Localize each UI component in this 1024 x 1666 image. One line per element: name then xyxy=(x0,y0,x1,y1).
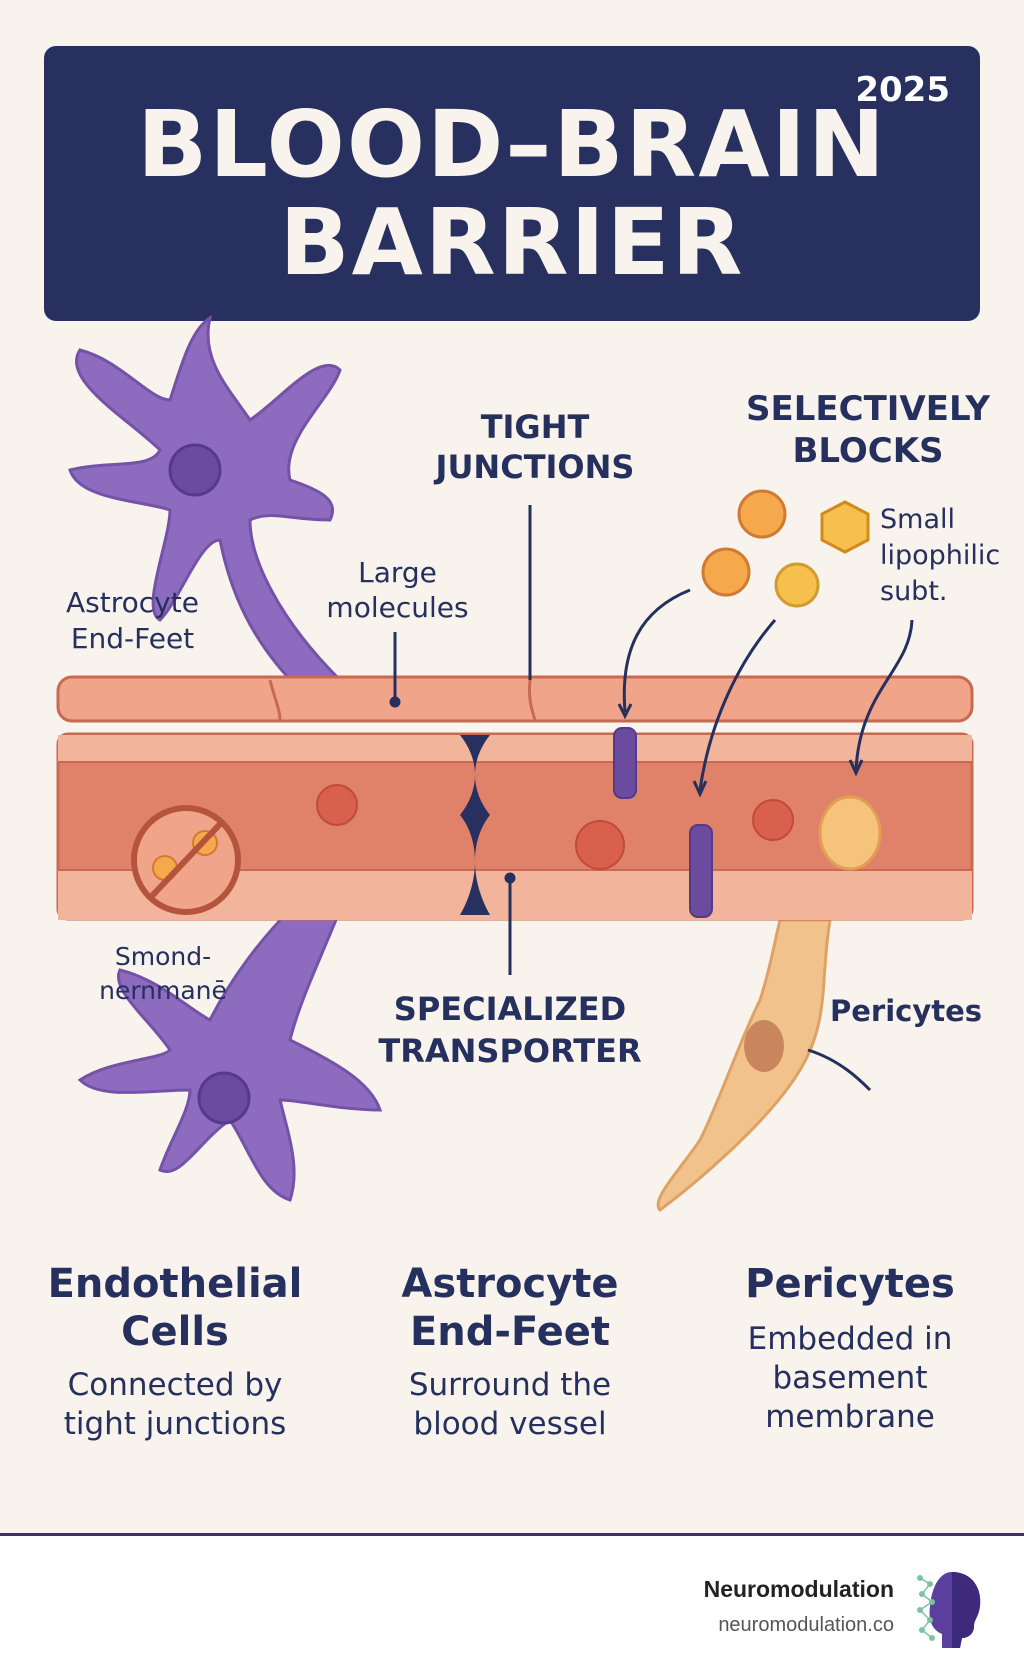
arrows xyxy=(389,505,914,975)
label-small-lipophilic-line1: Small xyxy=(880,504,955,535)
pericytes-title-line1: Pericytes xyxy=(745,1261,955,1307)
label-selectively-blocks-line1: SELECTIVELY xyxy=(746,389,990,429)
endothelial-title-line1: Endothelial xyxy=(47,1261,303,1307)
astrocyte-top xyxy=(68,314,343,692)
column-endothelial-title: Endothelial Cells xyxy=(40,1260,310,1356)
blood-vessel xyxy=(56,675,974,921)
brand-url[interactable]: neuromodulation.co xyxy=(718,1614,894,1636)
endothelial-desc-line2: tight junctions xyxy=(63,1406,287,1442)
label-astrocyte-end-feet: Astrocyte End-Feet xyxy=(40,585,225,657)
label-transporter-line1: SPECIALIZED xyxy=(393,990,627,1028)
brand-logo-icon xyxy=(917,1572,981,1648)
blood-cell xyxy=(752,799,794,841)
label-pericytes: Pericytes xyxy=(829,994,983,1028)
blood-cell xyxy=(575,820,625,870)
pericytes-desc-line1: Embedded in xyxy=(747,1321,953,1357)
pericyte-nucleus xyxy=(744,1020,784,1072)
label-small-lipophilic: Small lipophilic subt. xyxy=(880,502,1020,610)
label-tight-junctions: TIGHT JUNCTIONS xyxy=(410,407,660,487)
column-endothelial-desc: Connected by tight junctions xyxy=(40,1366,310,1444)
label-smond-nermane: Smond- nernmanē xyxy=(88,940,238,1008)
transporter-channel xyxy=(613,727,637,799)
astrocyte-title-line1: Astrocyte xyxy=(401,1261,619,1307)
column-pericytes-title: Pericytes xyxy=(710,1260,990,1308)
label-specialized-transporter: SPECIALIZED TRANSPORTER xyxy=(375,988,645,1072)
molecules-group xyxy=(701,489,870,608)
lipophilic-molecule-inside xyxy=(818,795,882,871)
astrocyte-desc-line1: Surround the xyxy=(408,1367,612,1403)
label-small-lipophilic-line2: lipophilic xyxy=(880,540,1001,571)
label-selectively-blocks-line2: BLOCKS xyxy=(792,431,944,471)
page-title: BLOOD–BRAIN BARRIER xyxy=(44,96,980,292)
astrocyte-bottom xyxy=(77,895,430,1202)
label-tight-junctions-line2: JUNCTIONS xyxy=(435,448,635,486)
blood-cell xyxy=(316,784,358,826)
column-pericytes-desc: Embedded in basement membrane xyxy=(710,1320,990,1437)
label-tight-junctions-line1: TIGHT xyxy=(480,408,590,446)
astrocyte-bottom-nucleus xyxy=(197,1071,251,1125)
astrocyte-title-line2: End-Feet xyxy=(409,1309,611,1355)
label-small-lipophilic-line3: subt. xyxy=(880,576,948,607)
title-banner: 2025 BLOOD–BRAIN BARRIER xyxy=(44,46,980,321)
title-line-2: BARRIER xyxy=(279,189,745,296)
bbb-diagram xyxy=(56,314,974,1212)
pericytes-desc-line2: basement xyxy=(772,1360,928,1396)
title-line-1: BLOOD–BRAIN xyxy=(137,91,887,198)
label-large-molecules: Large molecules xyxy=(300,555,495,625)
year-label: 2025 xyxy=(855,70,950,110)
tight-junction-gap xyxy=(460,735,490,915)
transporter-channel xyxy=(689,824,713,918)
column-astrocyte-desc: Surround the blood vessel xyxy=(375,1366,645,1444)
label-astrocyte-line1: Astrocyte xyxy=(66,586,199,619)
footer: Neuromodulation neuromodulation.co xyxy=(0,1533,1024,1666)
label-smond-line1: Smond- xyxy=(114,942,212,971)
label-large-molecules-line2: molecules xyxy=(326,591,469,624)
endothelial-title-line2: Cells xyxy=(121,1309,229,1355)
astrocyte-desc-line2: blood vessel xyxy=(413,1406,607,1442)
blocked-molecules-icon xyxy=(131,805,241,915)
pericyte-cell xyxy=(656,918,872,1212)
label-smond-line2: nernmanē xyxy=(99,976,227,1005)
label-large-molecules-line1: Large xyxy=(358,556,437,589)
pericytes-desc-line3: membrane xyxy=(765,1399,935,1435)
endothelial-desc-line1: Connected by xyxy=(67,1367,283,1403)
brand-name: Neuromodulation xyxy=(703,1576,894,1602)
label-selectively-blocks: SELECTIVELY BLOCKS xyxy=(728,388,1008,472)
column-astrocyte-title: Astrocyte End-Feet xyxy=(375,1260,645,1356)
astrocyte-top-nucleus xyxy=(168,443,222,497)
label-astrocyte-line2: End-Feet xyxy=(70,622,195,655)
label-transporter-line2: TRANSPORTER xyxy=(378,1032,642,1070)
